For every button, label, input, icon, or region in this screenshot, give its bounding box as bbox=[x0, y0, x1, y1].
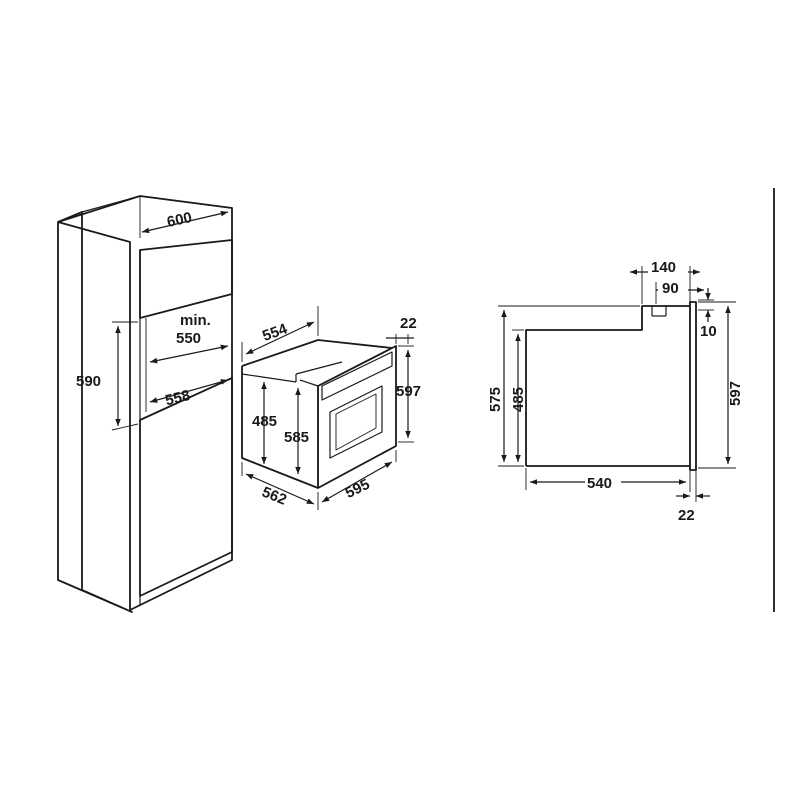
side-view-body-outline bbox=[525, 305, 690, 466]
oven-door-window bbox=[329, 385, 383, 459]
oven-control-strip bbox=[321, 351, 393, 401]
step-height-label: 10 bbox=[700, 323, 717, 340]
cabinet-outline bbox=[57, 195, 233, 611]
niche-min-label: min. bbox=[180, 312, 211, 329]
cabinet-side-panel bbox=[57, 211, 133, 613]
side-view-drawing bbox=[525, 188, 775, 612]
left-height-inner-label: 485 bbox=[510, 387, 527, 412]
oven-total-height-label: 597 bbox=[396, 383, 421, 400]
side-view-front-panel bbox=[689, 301, 697, 471]
step-inner-label: 90 bbox=[662, 280, 679, 297]
oven-top-depth-label: 554 bbox=[260, 320, 290, 345]
oven-top-depth-line bbox=[245, 321, 315, 355]
niche-min-width-label: 550 bbox=[176, 330, 201, 347]
oven-top-edge bbox=[241, 339, 393, 367]
cabinet-width-line bbox=[141, 210, 229, 234]
niche-min-width-line bbox=[149, 344, 229, 364]
right-height-label: 597 bbox=[727, 381, 744, 406]
side-view-dimensions: 140 90 10 575 485 597 540 bbox=[487, 256, 744, 524]
body-depth-label: 540 bbox=[587, 475, 612, 492]
cabinet-lower-door bbox=[139, 377, 233, 597]
cabinet-width-label: 600 bbox=[165, 209, 193, 231]
front-thickness-label: 22 bbox=[678, 507, 695, 524]
oven-depth-line bbox=[245, 473, 315, 505]
niche-depth-line bbox=[149, 379, 229, 403]
oven-width-line bbox=[321, 461, 393, 503]
left-height-outer-label: 575 bbox=[487, 387, 504, 412]
cabinet-dimensions: 600 min. 550 590 558 bbox=[76, 196, 233, 431]
oven-body-height-label: 585 bbox=[284, 429, 309, 446]
oven-front-thickness-label: 22 bbox=[400, 315, 417, 332]
oven-width-label: 595 bbox=[343, 476, 373, 502]
cabinet-drawing bbox=[57, 195, 233, 613]
niche-height-label: 590 bbox=[76, 373, 101, 390]
step-width-label: 140 bbox=[651, 259, 676, 276]
cabinet-top-drawer bbox=[139, 239, 233, 319]
oven-inner-height-label: 485 bbox=[252, 413, 277, 430]
oven-depth-label: 562 bbox=[259, 484, 289, 509]
niche-depth-label: 558 bbox=[164, 387, 192, 410]
